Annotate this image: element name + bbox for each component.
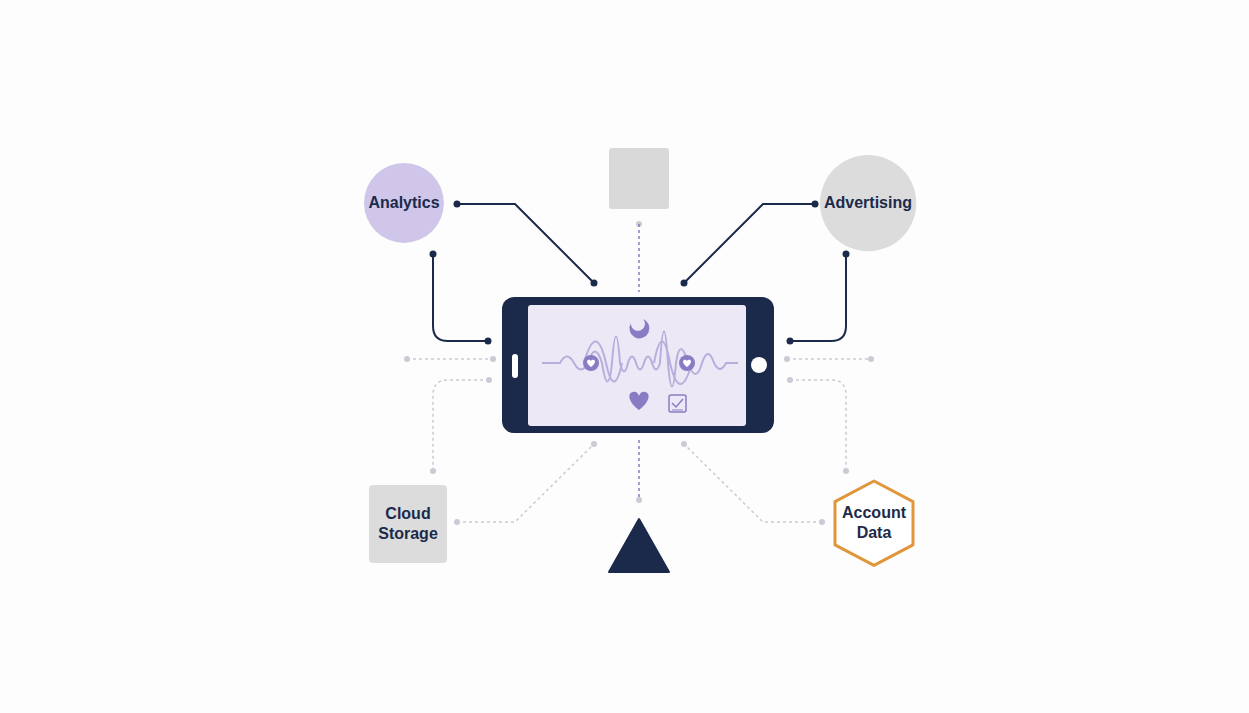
- cloud-storage-box: Cloud Storage: [369, 485, 447, 563]
- hexagon: [835, 481, 913, 565]
- advertising-circle: Advertising: [820, 155, 916, 251]
- text-group: Analytics: [368, 193, 439, 213]
- text-group: Cloud Storage: [373, 504, 443, 544]
- node-label: Account Data: [839, 503, 909, 543]
- circle: [820, 155, 916, 251]
- analytics-circle: Analytics: [364, 163, 444, 243]
- node-label: Cloud Storage: [373, 504, 443, 544]
- square-outline: [369, 485, 447, 563]
- hexagon-outline: [834, 480, 914, 566]
- text-group: Advertising: [824, 193, 912, 213]
- node-label: Advertising: [824, 193, 912, 213]
- circle: [364, 163, 444, 243]
- square: [369, 485, 447, 563]
- text-group: Account Data: [839, 503, 909, 543]
- account-data-hexagon: Account Data: [834, 480, 914, 566]
- node-label: Analytics: [368, 193, 439, 213]
